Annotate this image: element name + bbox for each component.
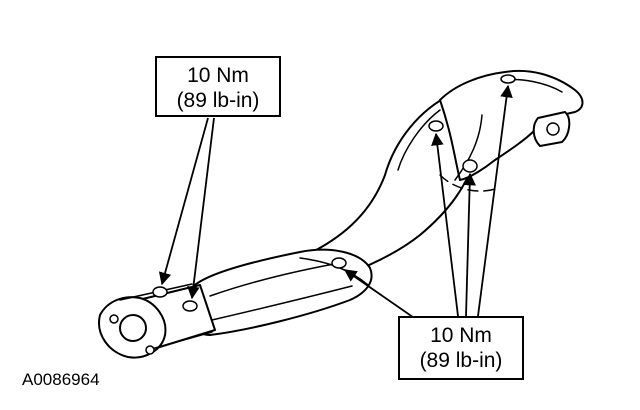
manifold-flange-hole: [546, 122, 560, 136]
leader-arrow: [477, 84, 513, 317]
torque-value-metric: 10 Nm: [187, 64, 249, 87]
torque-value-metric: 10 Nm: [430, 324, 492, 347]
leader-arrow: [463, 172, 476, 317]
leader-arrow: [431, 132, 459, 317]
flange-bolt-hole: [145, 345, 155, 355]
shield-bolt: [462, 159, 478, 173]
shield-bolt: [152, 286, 168, 298]
leader-arrow: [187, 117, 215, 300]
flange-bore: [119, 314, 147, 342]
shield-bolt: [428, 120, 444, 132]
shield-bolt: [331, 257, 347, 269]
torque-value-imperial: (89 lb-in): [419, 349, 503, 372]
leader-arrow: [343, 269, 421, 323]
torque-value-imperial: (89 lb-in): [176, 89, 260, 112]
leader-arrow: [158, 117, 209, 286]
catalytic-converter: [185, 248, 373, 336]
shield-bolt: [182, 300, 198, 312]
shield-bolt: [500, 74, 516, 84]
figure-id: A0086964: [22, 370, 100, 389]
torque-callout-right: 10 Nm (89 lb-in): [398, 316, 524, 380]
flange-bolt-hole: [109, 314, 119, 324]
torque-callout-left: 10 Nm (89 lb-in): [155, 56, 281, 117]
